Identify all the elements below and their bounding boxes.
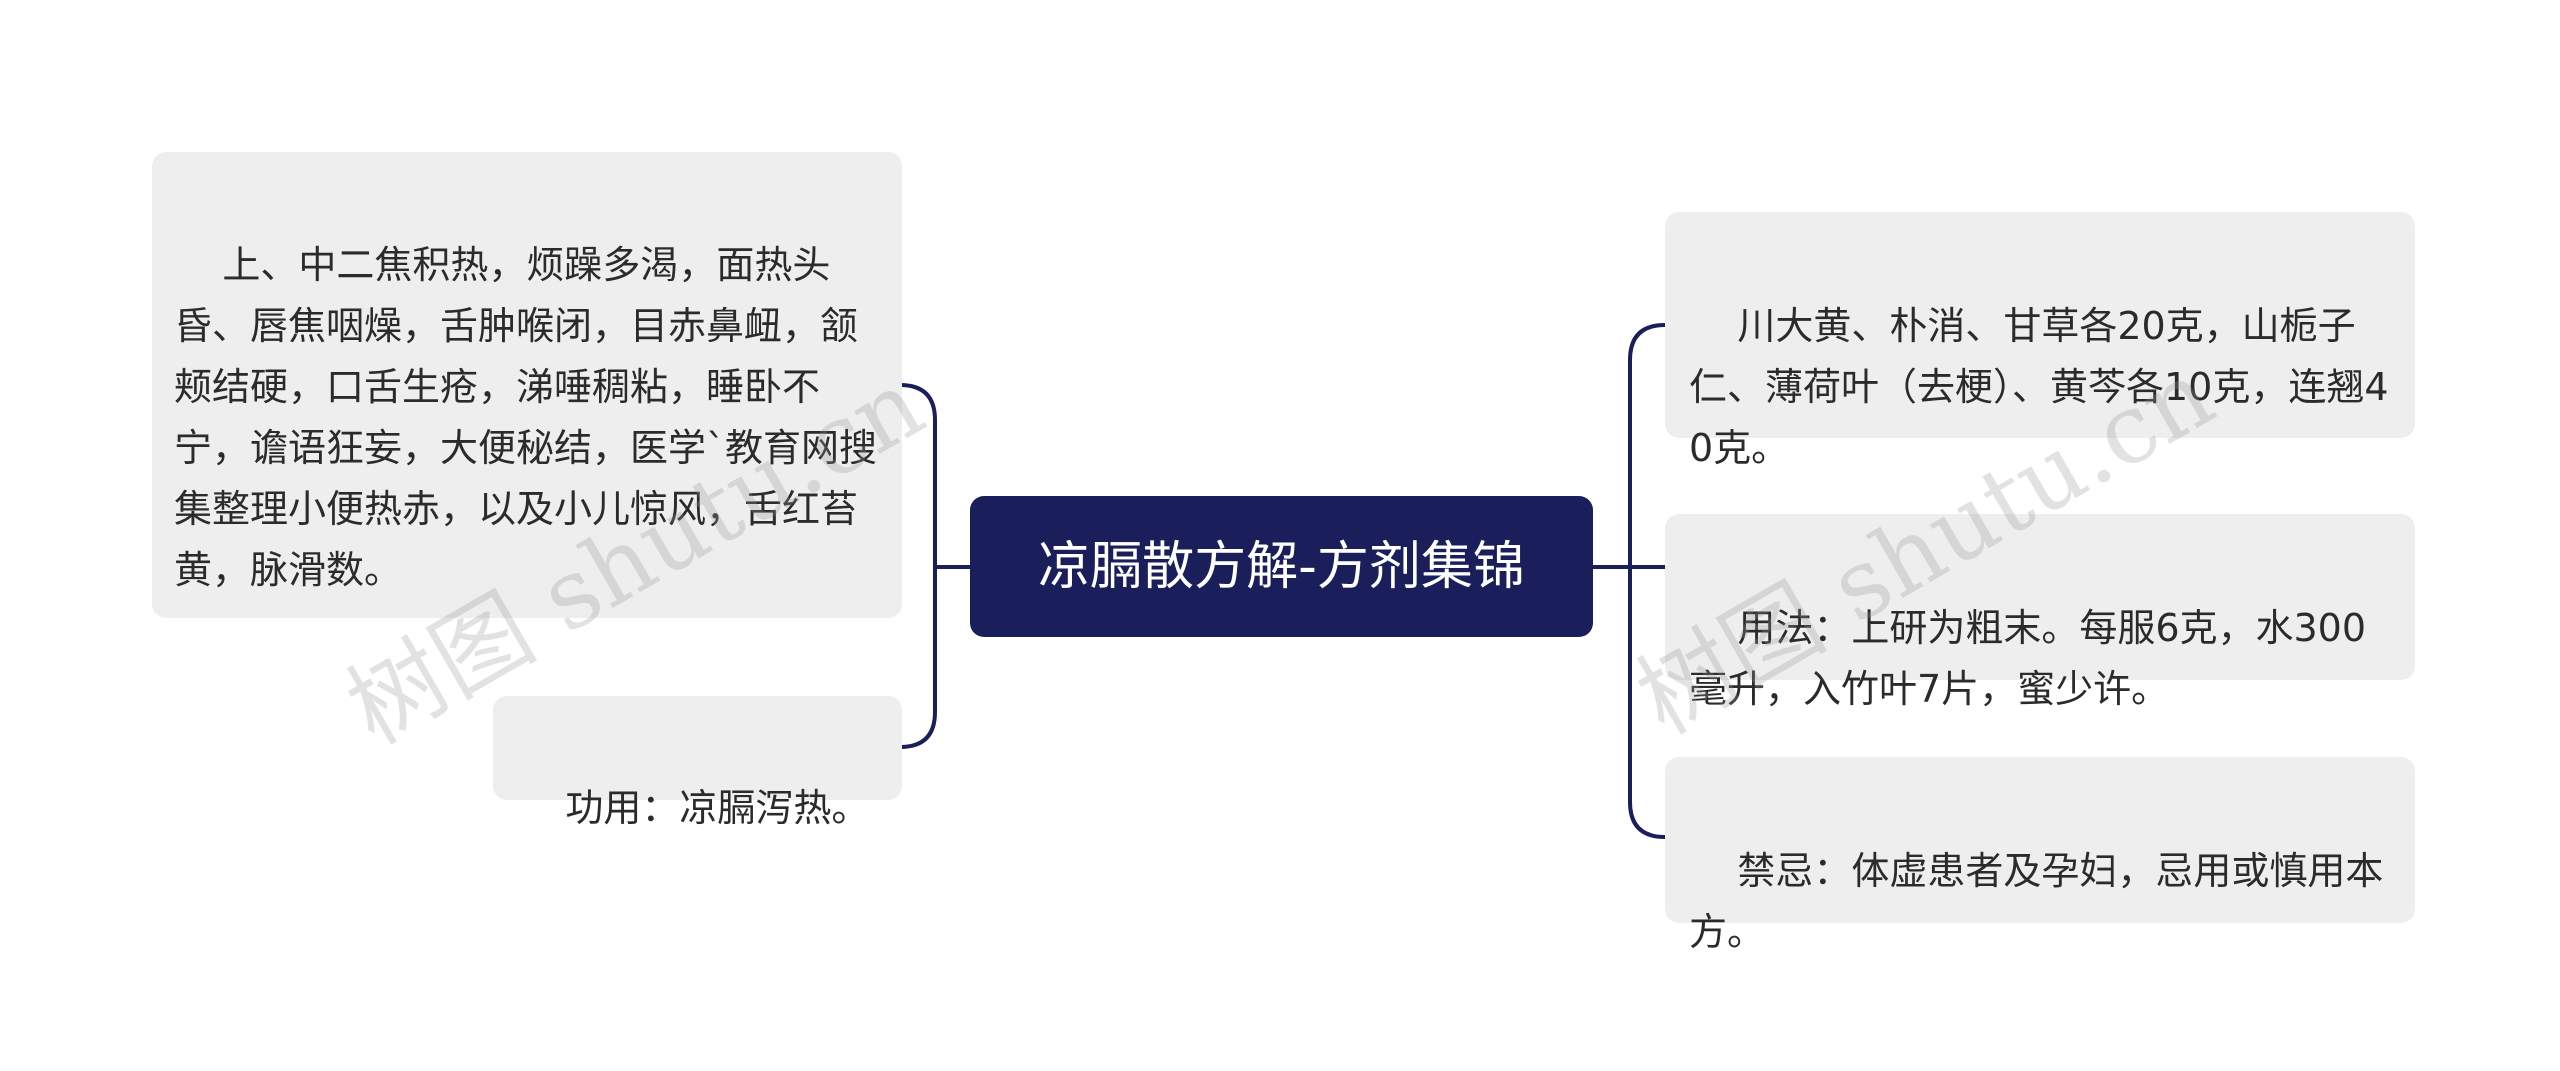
central-topic[interactable]: 凉膈散方解-方剂集锦: [970, 496, 1593, 637]
right-node-ingredients-text: 川大黄、朴消、甘草各20克，山栀子仁、薄荷叶（去梗）、黄芩各10克，连翘40克。: [1689, 304, 2389, 470]
left-node-symptoms-text: 上、中二焦积热，烦躁多渴，面热头昏、唇焦咽燥，舌肿喉闭，目赤鼻衄，颔颊结硬，口舌…: [174, 243, 878, 592]
right-node-contraindications-text: 禁忌：体虚患者及孕妇，忌用或慎用本方。: [1689, 849, 2384, 954]
right-node-usage-text: 用法：上研为粗末。每服6克，水300毫升，入竹叶7片，蜜少许。: [1689, 606, 2367, 711]
connector-left-trunk: [899, 383, 937, 749]
left-node-function-text: 功用：凉膈泻热。: [565, 786, 870, 830]
connector-right-trunk: [1628, 323, 1666, 839]
right-node-contraindications[interactable]: 禁忌：体虚患者及孕妇，忌用或慎用本方。: [1665, 757, 2415, 954]
central-topic-title: 凉膈散方解-方剂集锦: [1038, 536, 1525, 597]
right-node-ingredients[interactable]: 川大黄、朴消、甘草各20克，山栀子仁、薄荷叶（去梗）、黄芩各10克，连翘40克。: [1665, 212, 2415, 470]
left-node-function[interactable]: 功用：凉膈泻热。: [493, 696, 902, 830]
left-node-symptoms[interactable]: 上、中二焦积热，烦躁多渴，面热头昏、唇焦咽燥，舌肿喉闭，目赤鼻衄，颔颊结硬，口舌…: [152, 152, 902, 618]
right-node-usage[interactable]: 用法：上研为粗末。每服6克，水300毫升，入竹叶7片，蜜少许。: [1665, 514, 2415, 711]
